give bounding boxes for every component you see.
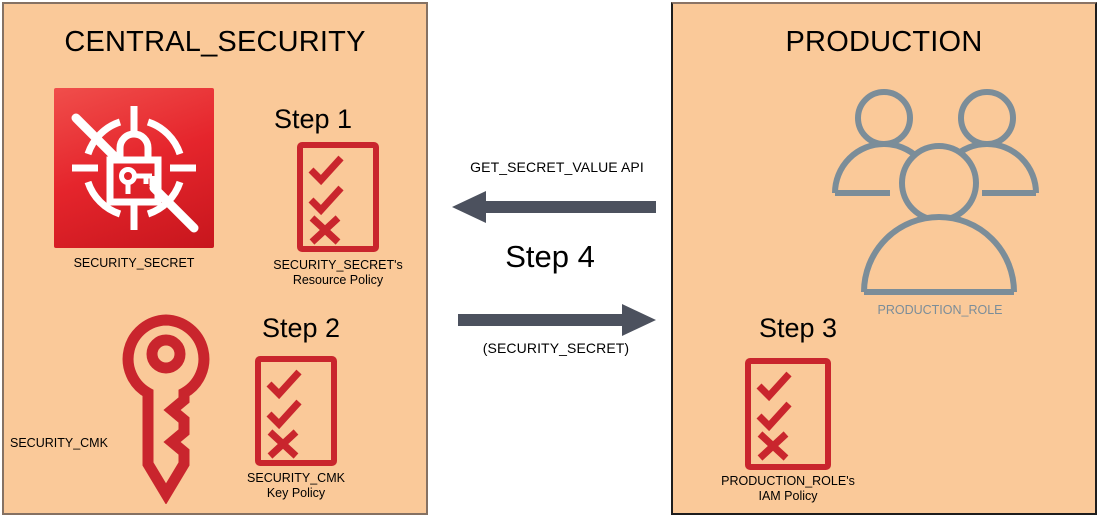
security-cmk-caption: SECURITY_CMK bbox=[10, 436, 108, 450]
arrow-right-security-secret bbox=[458, 304, 656, 336]
step-2-caption: SECURITY_CMK Key Policy bbox=[247, 471, 345, 500]
step-3-checklist bbox=[745, 358, 831, 470]
panel-central-security: CENTRAL_SECURITY bbox=[2, 2, 428, 515]
step-2-marks bbox=[266, 369, 302, 459]
security-secret-glyph bbox=[71, 106, 199, 233]
panel-title-central-security: CENTRAL_SECURITY bbox=[64, 26, 366, 58]
step-1-checklist bbox=[297, 142, 379, 252]
security-secret-icon bbox=[54, 88, 214, 248]
panel-title-production: PRODUCTION bbox=[785, 26, 983, 58]
security-secret-payload-label: (SECURITY_SECRET) bbox=[482, 340, 630, 356]
users-group-icon bbox=[832, 89, 1039, 295]
arrow-left-get-secret-value bbox=[452, 191, 656, 223]
step-1-marks bbox=[308, 155, 344, 245]
step-2-label: Step 2 bbox=[261, 313, 341, 343]
step-3-caption: PRODUCTION_ROLE's IAM Policy bbox=[721, 474, 855, 503]
step-4-label: Step 4 bbox=[505, 239, 595, 274]
step-1-caption: SECURITY_SECRET's Resource Policy bbox=[273, 258, 403, 287]
get-secret-value-api-label: GET_SECRET_VALUE API bbox=[470, 159, 644, 175]
step-3-label: Step 3 bbox=[758, 313, 838, 343]
security-secret-caption: SECURITY_SECRET bbox=[73, 256, 195, 270]
step-3-marks bbox=[756, 371, 792, 461]
step-2-checklist bbox=[255, 356, 337, 466]
production-role-caption: PRODUCTION_ROLE bbox=[877, 303, 1003, 317]
key-icon bbox=[122, 314, 210, 504]
step-1-label: Step 1 bbox=[273, 104, 353, 134]
